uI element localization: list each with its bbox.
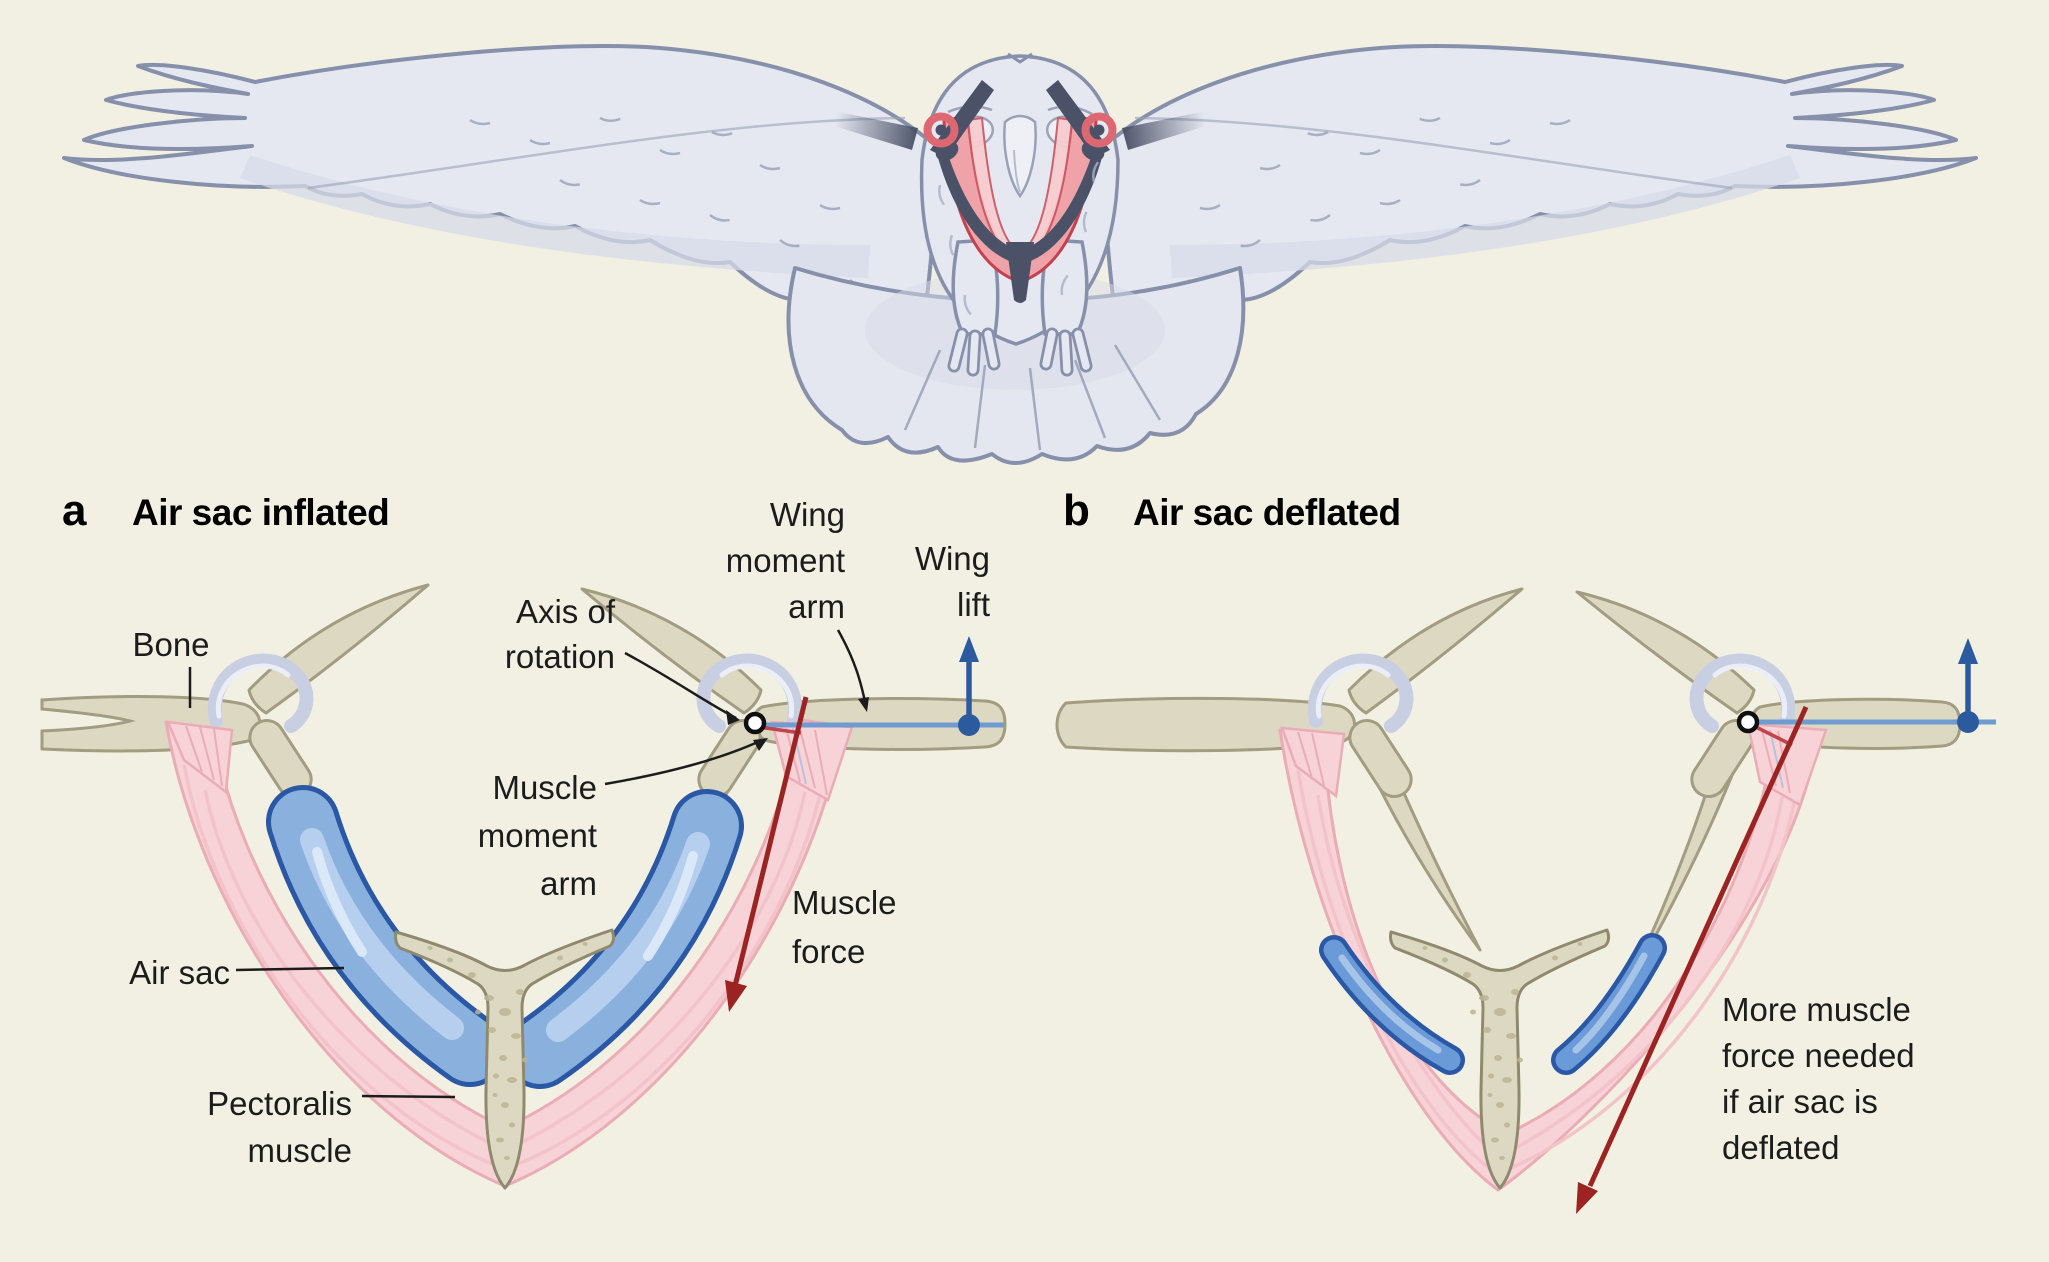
label-wing-lift: Wing lift	[914, 540, 990, 623]
panel-b-right-air-sac-deflated	[1551, 933, 1667, 1075]
panel-a-letter: a	[62, 486, 87, 535]
panel-b-muscle-force-arrow	[1576, 705, 1809, 1214]
label-pectoralis-muscle: Pectoralis muscle	[207, 1085, 352, 1169]
head-notch	[1007, 52, 1033, 64]
panel-a-leader-lines	[188, 629, 868, 1099]
label-air-sac: Air sac	[129, 954, 230, 991]
panel-a-diagram	[40, 583, 1007, 1190]
axis-leader	[624, 651, 737, 720]
panel-a-left-tendon-fan	[166, 720, 234, 795]
pectoralis-leader	[361, 1094, 456, 1099]
panel-b-left-humerus-head	[1348, 719, 1413, 798]
label-muscle-moment-arm: Muscle moment arm	[477, 769, 597, 902]
panel-a-left-ligament	[207, 653, 314, 733]
panel-a-left-air-sac	[266, 785, 507, 1087]
panel-a-title: Air sac inflated	[132, 492, 390, 533]
furcula-stem-icon	[1006, 242, 1034, 303]
label-wing-moment-arm: Wing moment arm	[725, 496, 845, 625]
beak	[1003, 114, 1037, 199]
panel-a-muscle-force-arrow	[725, 696, 809, 1012]
muscle-moment-leader	[604, 739, 761, 786]
wing-moment-leader	[836, 629, 868, 707]
panel-b-title: Air sac deflated	[1133, 492, 1401, 533]
label-axis-of-rotation: Axis of rotation	[504, 593, 615, 675]
panel-a-leader-arrowheads	[726, 697, 869, 751]
panel-a-wing-lift-dot	[958, 714, 980, 736]
panel-b-wing-lift-arrow	[1958, 638, 1978, 714]
panel-b-axis-circle	[1736, 710, 1760, 734]
label-more-muscle-force-note: More muscle force needed if air sac is d…	[1722, 991, 1915, 1166]
panel-b-left-scapula	[1347, 587, 1524, 715]
panel-b-right-tendon-fan	[1746, 722, 1828, 807]
panel-b-letter: b	[1063, 486, 1090, 535]
panel-b-right-ligament	[1689, 653, 1796, 733]
panel-a-muscle-striations	[182, 764, 828, 1170]
panel-b-left-ligament	[1307, 653, 1414, 733]
label-bone: Bone	[132, 626, 210, 663]
panel-a-right-air-sac	[503, 789, 744, 1089]
panel-a-axis-circle	[743, 711, 767, 735]
panel-b-left-air-sac-deflated	[1319, 935, 1465, 1075]
panel-a-wing-lift-arrow	[959, 636, 979, 716]
panel-b-wing-lift-dot	[1957, 711, 1979, 733]
panel-b-diagram	[1055, 587, 1996, 1214]
panel-b-left-tendon-fan	[1280, 726, 1346, 799]
bird-illustration	[64, 46, 1976, 465]
air-sac-leader	[235, 966, 345, 972]
panel-b-right-scapula	[1575, 590, 1756, 715]
panel-a-right-scapula	[580, 587, 763, 715]
label-muscle-force: Muscle force	[792, 884, 897, 970]
panel-a-right-ligament	[696, 653, 803, 733]
